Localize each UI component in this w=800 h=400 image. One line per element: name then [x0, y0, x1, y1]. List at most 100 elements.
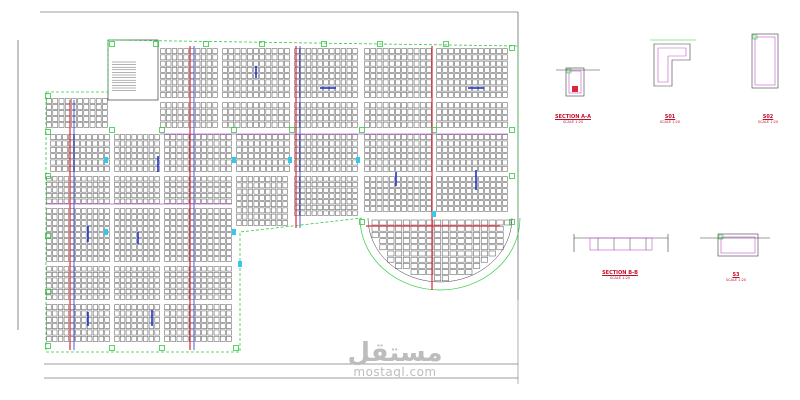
column-marker	[159, 127, 165, 133]
waffle-cell	[371, 232, 379, 238]
waffle-cell	[87, 323, 93, 329]
waffle-cell	[454, 67, 460, 73]
waffle-cell	[457, 232, 465, 238]
waffle-cell	[311, 115, 317, 122]
waffle-cell	[323, 147, 329, 153]
waffle-cell	[247, 54, 253, 61]
waffle-cell	[370, 166, 377, 172]
waffle-cell	[259, 213, 265, 220]
watermark: مستقل mostaql.com	[340, 340, 450, 378]
waffle-cell	[131, 220, 137, 226]
waffle-cell	[346, 182, 352, 188]
waffle-cell	[401, 102, 407, 109]
waffle-cell	[260, 153, 266, 159]
rib-marks	[87, 66, 484, 326]
waffle-cell	[418, 263, 426, 269]
waffle-cell	[247, 73, 253, 79]
waffle-cell	[271, 121, 278, 128]
waffle-cell	[104, 289, 110, 294]
waffle-cell	[228, 48, 235, 54]
waffle-cell	[164, 289, 170, 294]
waffle-cell	[371, 219, 379, 226]
waffle-cell	[164, 266, 170, 272]
waffle-cell	[323, 182, 329, 188]
waffle-cell	[81, 272, 87, 277]
waffle-cell	[448, 194, 454, 200]
waffle-cell	[454, 73, 460, 79]
waffle-cell	[228, 92, 235, 98]
waffle-cell	[448, 134, 454, 140]
waffle-cell	[419, 115, 426, 122]
waffle-cell	[50, 147, 56, 153]
waffle-cell	[104, 166, 110, 172]
waffle-cell	[160, 108, 166, 115]
section-mark-cyan	[232, 157, 236, 163]
waffle-cell	[466, 48, 472, 54]
waffle-cell	[182, 238, 189, 244]
waffle-cell	[154, 181, 160, 187]
waffle-cell	[335, 204, 341, 210]
waffle-cell	[207, 176, 214, 182]
waffle-cell	[114, 238, 120, 244]
waffle-cell	[340, 147, 347, 153]
waffle-cell	[81, 256, 87, 262]
waffle-cell	[104, 214, 110, 220]
waffle-cell	[448, 115, 454, 122]
waffle-cell	[201, 181, 207, 187]
waffle-cell	[502, 188, 508, 194]
waffle-cell	[114, 323, 120, 329]
waffle-cell	[207, 317, 214, 323]
waffle-cell	[183, 48, 189, 54]
column-marker	[377, 41, 383, 47]
waffle-cell	[143, 272, 149, 277]
waffle-cell	[340, 121, 347, 128]
waffle-cell	[418, 244, 426, 251]
waffle-cell	[46, 238, 52, 244]
waffle-cell	[52, 336, 58, 342]
waffle-cell	[58, 98, 65, 104]
waffle-cell	[170, 283, 177, 289]
waffle-cell	[352, 85, 358, 92]
waffle-cell	[213, 166, 220, 172]
waffle-cell	[466, 54, 472, 61]
waffle-cell	[502, 102, 508, 109]
waffle-cell	[473, 256, 481, 263]
waffle-cell	[448, 206, 454, 212]
waffle-cell	[120, 329, 126, 336]
waffle-cell	[212, 48, 218, 54]
waffle-cell	[271, 102, 278, 109]
waffle-cell	[207, 153, 214, 159]
waffle-cell	[284, 115, 290, 122]
waffle-cell	[219, 176, 226, 182]
waffle-cell	[478, 166, 484, 172]
waffle-cell	[104, 244, 110, 250]
waffle-cell	[305, 153, 312, 159]
waffle-cell	[164, 294, 170, 300]
waffle-cell	[63, 187, 69, 193]
waffle-cell	[52, 208, 58, 214]
waffle-cell	[460, 140, 466, 147]
waffle-cell	[137, 226, 143, 232]
waffle-cell	[496, 79, 502, 86]
waffle-cell	[352, 67, 358, 73]
waffle-cell	[502, 79, 508, 86]
waffle-cell	[496, 176, 502, 182]
waffle-cell	[466, 194, 472, 200]
waffle-cell	[182, 329, 189, 336]
waffle-cell	[131, 226, 137, 232]
column-marker	[45, 129, 51, 135]
waffle-cell	[68, 134, 74, 140]
waffle-cell	[57, 323, 64, 329]
waffle-cell	[195, 121, 201, 128]
waffle-cell	[402, 256, 410, 263]
waffle-cell	[46, 193, 52, 199]
waffle-cell	[81, 187, 87, 193]
waffle-cell	[454, 182, 460, 188]
waffle-cell	[502, 166, 508, 172]
waffle-cell	[213, 198, 220, 204]
waffle-cell	[56, 134, 62, 140]
building-outline-path	[45, 39, 519, 353]
column-marker	[289, 127, 295, 133]
waffle-cell	[226, 329, 232, 336]
waffle-cell	[311, 147, 317, 153]
